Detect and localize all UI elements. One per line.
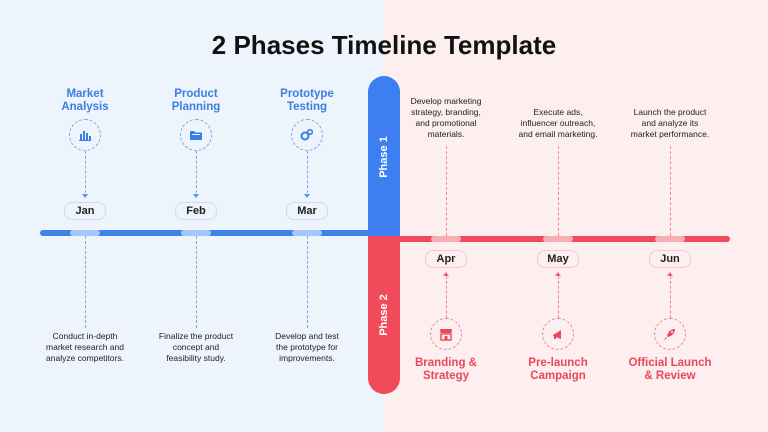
phase2-pill: Phase 2	[368, 236, 400, 394]
description-line: Execute ads,	[533, 107, 583, 117]
heading-line: Strategy	[422, 370, 470, 382]
milestone-description-jan: Conduct in-depth market research and ana…	[30, 331, 140, 364]
storefront-icon	[440, 329, 452, 341]
milestone-description-may: Execute ads, influencer outreach, and em…	[503, 107, 613, 140]
arrow-down-icon	[193, 194, 199, 198]
phase2-label: Phase 2	[378, 294, 390, 336]
description-line: and analyze its	[641, 118, 699, 128]
milestone-heading-prototype-testing: Prototype Testing	[247, 88, 367, 114]
description-line: and email marketing.	[518, 129, 598, 139]
description-line: the prototype for	[276, 342, 338, 352]
market-analysis-icon-circle	[69, 119, 101, 151]
description-line: influencer outreach,	[520, 118, 596, 128]
arrow-up-icon	[667, 272, 673, 276]
heading-line: & Review	[644, 370, 696, 382]
folder-icon	[190, 131, 202, 140]
description-line: market research and	[46, 342, 124, 352]
arrow-up-icon	[555, 272, 561, 276]
description-line: concept and	[172, 342, 220, 352]
description-line: Conduct in-depth	[52, 331, 118, 341]
connector-line	[196, 236, 197, 328]
phase1-pill: Phase 1	[368, 76, 400, 238]
description-line: Launch the product	[633, 107, 707, 117]
milestone-heading-official-launch: Official Launch & Review	[610, 357, 730, 383]
product-planning-icon-circle	[180, 119, 212, 151]
timeline-tick	[543, 236, 573, 242]
heading-line: Market	[66, 88, 104, 100]
pre-launch-campaign-icon-circle	[542, 318, 574, 350]
milestone-heading-branding-strategy: Branding & Strategy	[386, 357, 506, 383]
phase2-background	[384, 0, 768, 432]
milestone-description-feb: Finalize the product concept and feasibi…	[141, 331, 251, 364]
gears-icon	[300, 128, 314, 141]
connector-line	[558, 146, 559, 236]
connector-line	[446, 276, 447, 318]
month-apr: Apr	[425, 250, 467, 268]
milestone-description-mar: Develop and test the prototype for impro…	[252, 331, 362, 364]
milestone-heading-product-planning: Product Planning	[136, 88, 256, 114]
milestone-description-jun: Launch the product and analyze its marke…	[615, 107, 725, 140]
heading-line: Planning	[171, 101, 221, 113]
connector-line	[196, 151, 197, 193]
arrow-down-icon	[82, 194, 88, 198]
connector-line	[307, 151, 308, 193]
month-may: May	[537, 250, 579, 268]
description-line: feasibility study.	[166, 353, 226, 363]
page-title: 2 Phases Timeline Template	[211, 30, 557, 60]
description-line: improvements.	[279, 353, 335, 363]
milestone-heading-market-analysis: Market Analysis	[25, 88, 145, 114]
connector-line	[85, 151, 86, 193]
heading-line: Testing	[286, 101, 328, 113]
milestone-description-apr: Develop marketing strategy, branding, an…	[391, 96, 501, 140]
month-mar: Mar	[286, 202, 328, 220]
month-jan: Jan	[64, 202, 106, 220]
official-launch-icon-circle	[654, 318, 686, 350]
description-line: Finalize the product	[158, 331, 234, 341]
description-line: analyze competitors.	[46, 353, 124, 363]
timeline-tick	[655, 236, 685, 242]
branding-strategy-icon-circle	[430, 318, 462, 350]
month-feb: Feb	[175, 202, 217, 220]
connector-line	[670, 146, 671, 236]
arrow-down-icon	[304, 194, 310, 198]
heading-line: Campaign	[530, 370, 586, 382]
timeline-tick	[292, 230, 322, 236]
heading-line: Product	[174, 88, 218, 100]
description-line: strategy, branding,	[411, 107, 481, 117]
milestone-heading-pre-launch-campaign: Pre-launch Campaign	[498, 357, 618, 383]
arrow-up-icon	[443, 272, 449, 276]
heading-line: Analysis	[61, 101, 109, 113]
connector-line	[85, 236, 86, 328]
connector-line	[307, 236, 308, 328]
megaphone-icon	[553, 330, 561, 339]
bar-chart-icon	[79, 131, 91, 141]
prototype-testing-icon-circle	[291, 119, 323, 151]
heading-line: Pre-launch	[528, 357, 588, 369]
timeline-tick	[181, 230, 211, 236]
phase1-label: Phase 1	[378, 136, 390, 178]
description-line: Develop marketing	[410, 96, 482, 106]
timeline-tick	[431, 236, 461, 242]
description-line: Develop and test	[275, 331, 339, 341]
timeline-tick	[70, 230, 100, 236]
month-jun: Jun	[649, 250, 691, 268]
description-line: materials.	[427, 129, 465, 139]
description-line: and promotional	[415, 118, 477, 128]
heading-line: Branding &	[415, 357, 477, 369]
connector-line	[670, 276, 671, 318]
connector-line	[446, 146, 447, 236]
connector-line	[558, 276, 559, 318]
heading-line: Prototype	[280, 88, 334, 100]
description-line: market performance.	[630, 129, 710, 139]
heading-line: Official Launch	[628, 357, 712, 369]
rocket-icon	[664, 329, 675, 340]
